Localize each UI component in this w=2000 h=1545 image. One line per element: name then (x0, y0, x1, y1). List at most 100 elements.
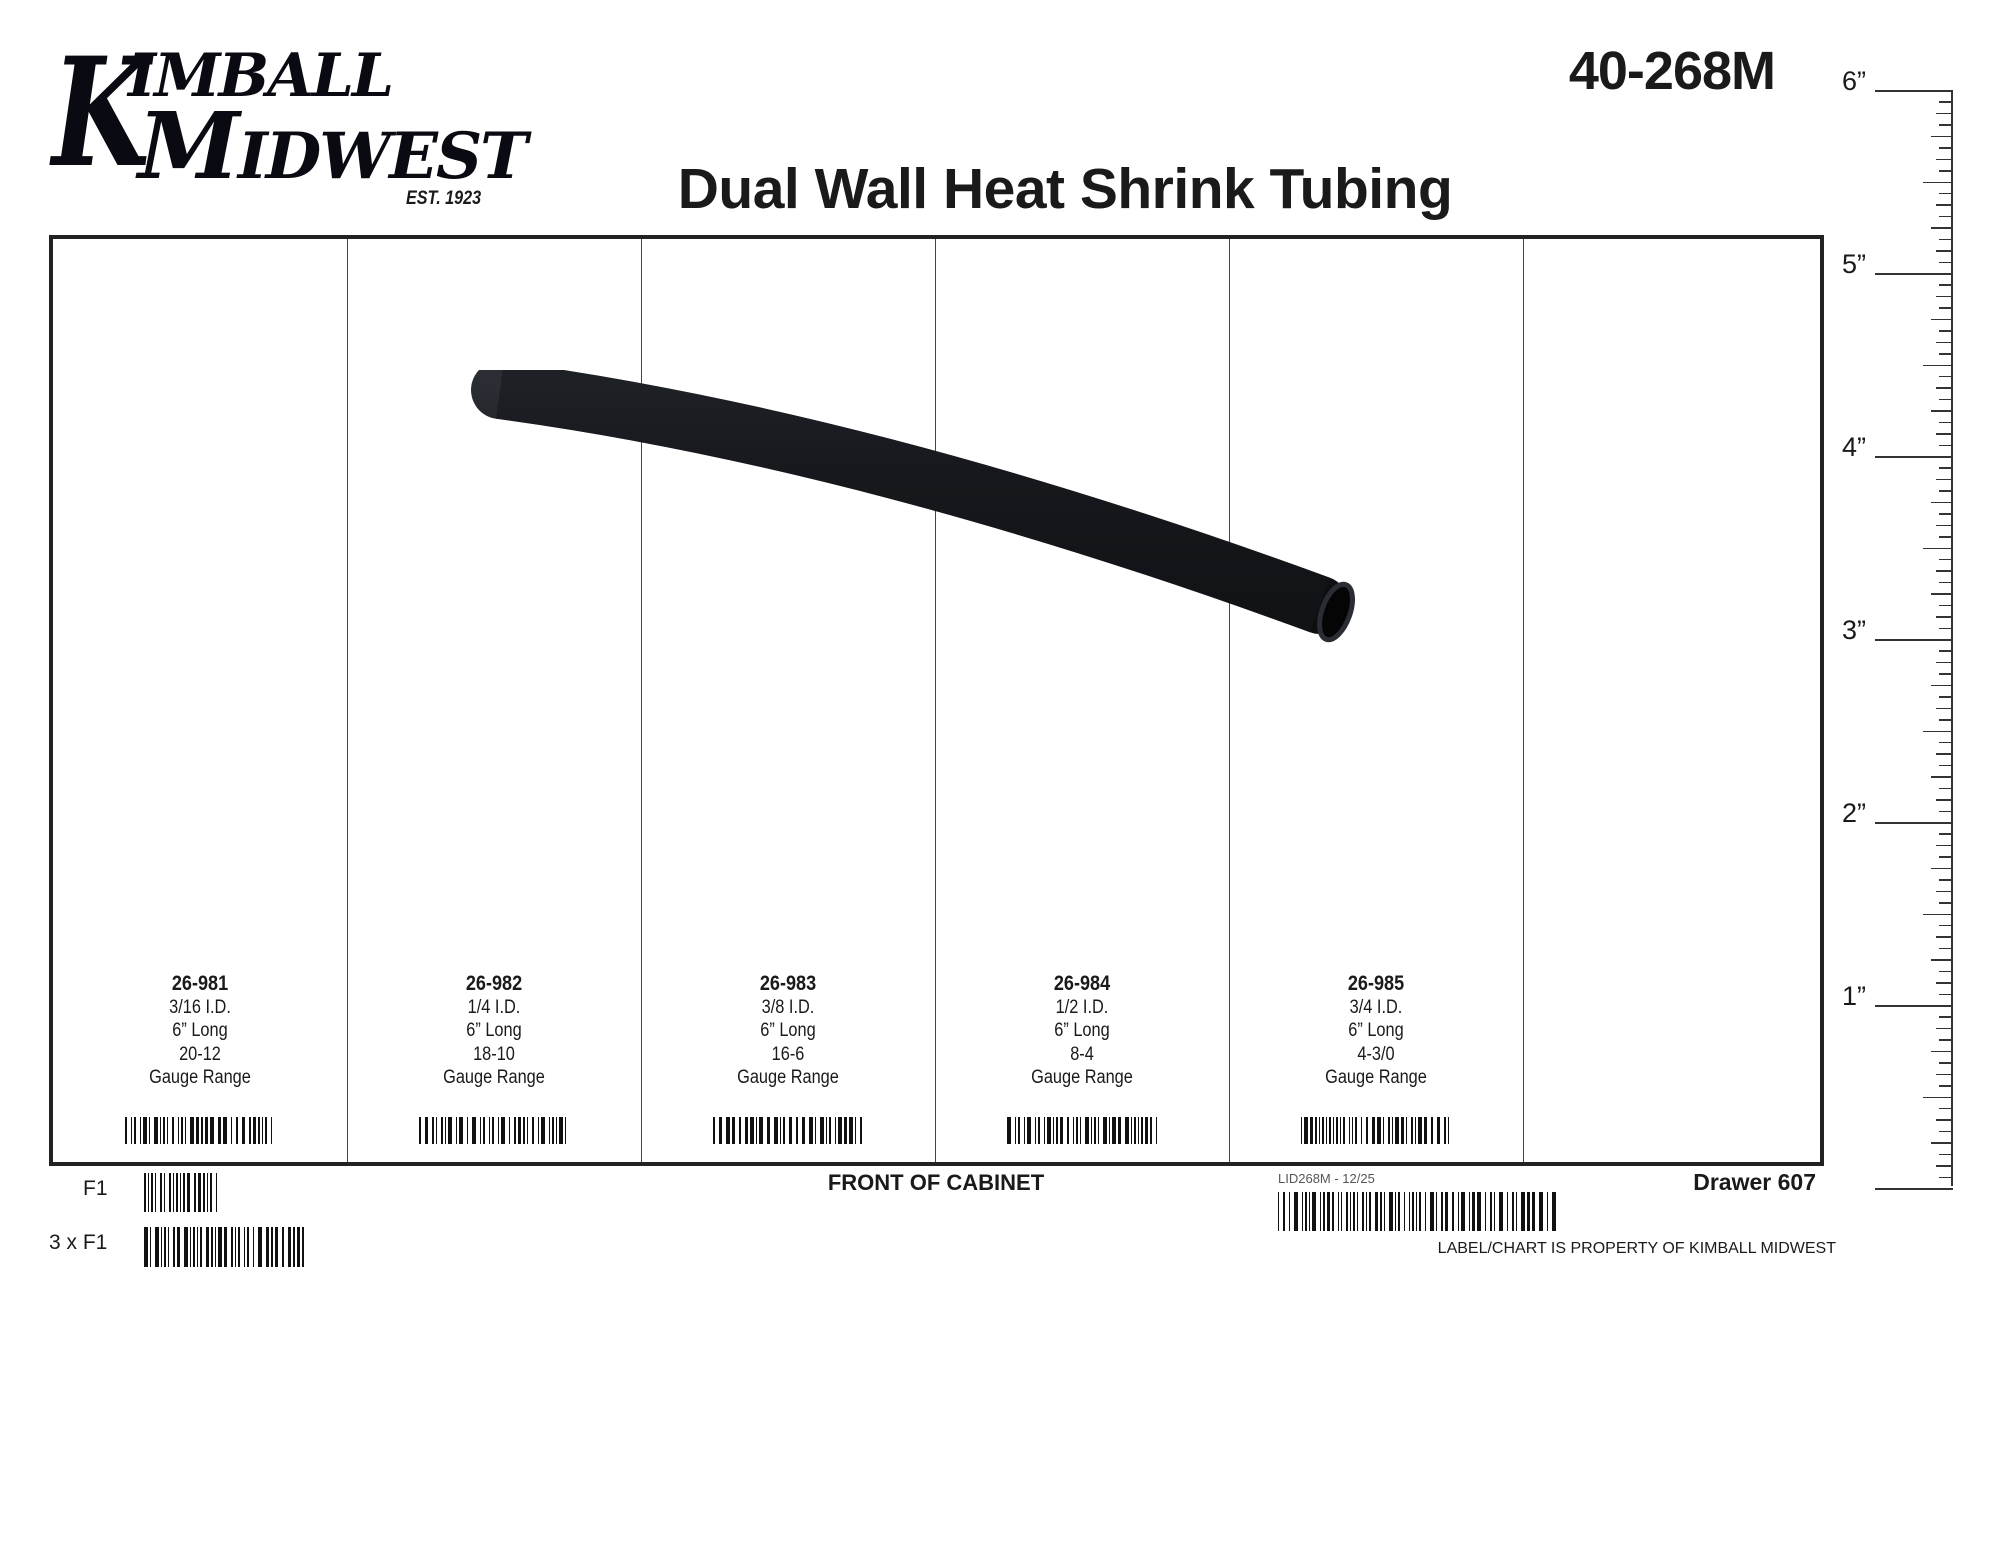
ruler-tick (1936, 433, 1953, 435)
barcode-bar (1337, 1192, 1339, 1231)
barcode-bar (179, 1173, 181, 1212)
barcode-bar (1377, 1117, 1381, 1144)
barcode-bar (1365, 1192, 1368, 1231)
ruler-tick (1939, 673, 1953, 675)
barcode-bar (1034, 1117, 1036, 1144)
ruler-tick (1939, 513, 1953, 515)
product-barcode (419, 1117, 571, 1144)
ruler-tick (1939, 421, 1953, 424)
barcode-bar (1408, 1192, 1411, 1231)
ruler-tick (1936, 844, 1953, 847)
ruler-tick (1939, 1176, 1953, 1179)
barcode-bar (160, 1173, 162, 1212)
ruler-tick (1936, 570, 1953, 572)
product-info: 26-983 3/8 I.D. 6” Long 16-6 Gauge Range (662, 972, 915, 1090)
barcode-bar (144, 1227, 148, 1267)
barcode-bar (234, 1227, 236, 1267)
barcode-bar (1155, 1117, 1157, 1144)
product-gauge: 16-6 (771, 1043, 805, 1065)
barcode-bar (144, 1173, 146, 1212)
barcode-bar (774, 1117, 778, 1144)
product-length: 6” Long (172, 1020, 228, 1041)
barcode-bar (151, 1173, 153, 1212)
ruler-tick (1939, 856, 1953, 858)
barcode-bar (1315, 1117, 1317, 1144)
ruler-tick (1936, 936, 1953, 938)
compartment-2: 26-982 1/4 I.D. 6” Long 18-10 Gauge Rang… (347, 239, 642, 1162)
barcode-bar (1360, 1117, 1363, 1144)
ruler-tick (1939, 947, 1953, 950)
barcode-bar (820, 1117, 824, 1144)
barcode-bar (176, 1227, 180, 1267)
barcode-bar (1515, 1192, 1518, 1231)
barcode-bar (448, 1117, 452, 1144)
barcode-bar (1323, 1192, 1325, 1231)
ruler-tick (1939, 902, 1953, 904)
barcode-bar (750, 1117, 754, 1144)
ruler-label: 2” (1842, 798, 1867, 828)
barcode-bar (713, 1117, 715, 1144)
barcode-bar (1477, 1192, 1481, 1231)
barcode-bar (1444, 1192, 1449, 1231)
barcode-bar (1332, 1192, 1334, 1231)
ruler-tick (1939, 696, 1953, 698)
ruler-tick (1923, 547, 1953, 549)
barcode-bar (1382, 1117, 1385, 1144)
ruler-tick (1939, 536, 1953, 538)
barcode-bar (517, 1117, 521, 1144)
barcode-bar (1332, 1117, 1335, 1144)
barcode-bar (194, 1173, 196, 1212)
property-notice: LABEL/CHART IS PROPERTY OF KIMBALL MIDWE… (1437, 1240, 1836, 1257)
barcode-bar (258, 1227, 262, 1267)
barcode-bar (718, 1117, 722, 1144)
barcode-bar (541, 1117, 545, 1144)
product-length: 6” Long (466, 1020, 522, 1041)
barcode-bar (814, 1117, 816, 1144)
barcode-bar (181, 1117, 183, 1144)
barcode-bar (160, 1227, 162, 1267)
barcode-bar (1366, 1117, 1368, 1144)
ruler-tick (1875, 1188, 1953, 1190)
barcode-bar (1283, 1192, 1285, 1231)
barcode-bar (231, 1227, 233, 1267)
ruler-tick (1875, 822, 1953, 824)
compartment-1: 26-981 3/16 I.D. 6” Long 20-12 Gauge Ran… (53, 239, 348, 1162)
barcode-bar (1353, 1192, 1355, 1231)
product-gauge: 20-12 (179, 1043, 221, 1065)
barcode-bar (236, 1117, 238, 1144)
barcode-bar (200, 1227, 202, 1267)
barcode-bar (302, 1227, 304, 1267)
barcode-bar (1043, 1117, 1045, 1144)
part-number: 40-268M (1568, 41, 1776, 101)
barcode-bar (258, 1117, 260, 1144)
ruler-tick (1939, 284, 1953, 286)
barcode-bar (1027, 1117, 1031, 1144)
barcode-bar (755, 1117, 757, 1144)
barcode-bar (1305, 1192, 1307, 1231)
barcode-bar (1301, 1117, 1303, 1144)
barcode-bar (1355, 1117, 1357, 1144)
barcode-bar (444, 1117, 446, 1144)
barcode-bar (195, 1117, 199, 1144)
barcode-bar (1388, 1117, 1390, 1144)
barcode-bar (296, 1227, 300, 1267)
ruler-tick (1939, 833, 1953, 835)
product-id: 3/4 I.D. (1349, 996, 1403, 1018)
barcode-bar (1394, 1192, 1397, 1231)
barcode-bar (1097, 1117, 1099, 1144)
barcode-bar (1072, 1117, 1074, 1144)
ruler-tick (1875, 639, 1953, 641)
barcode-bar (1094, 1117, 1096, 1144)
barcode-bar (555, 1117, 557, 1144)
barcode-bar (1067, 1117, 1069, 1144)
barcode-bar (238, 1227, 240, 1267)
product-length: 6” Long (1054, 1020, 1110, 1041)
barcode-bar (176, 1173, 178, 1212)
ruler-tick (1939, 604, 1953, 607)
barcode-bar (243, 1227, 245, 1267)
barcode-bar (147, 1173, 149, 1212)
barcode-bar (247, 1227, 249, 1267)
ruler-tick (1923, 181, 1953, 183)
barcode-bar (1418, 1117, 1422, 1144)
ruler-tick (1939, 1016, 1953, 1018)
